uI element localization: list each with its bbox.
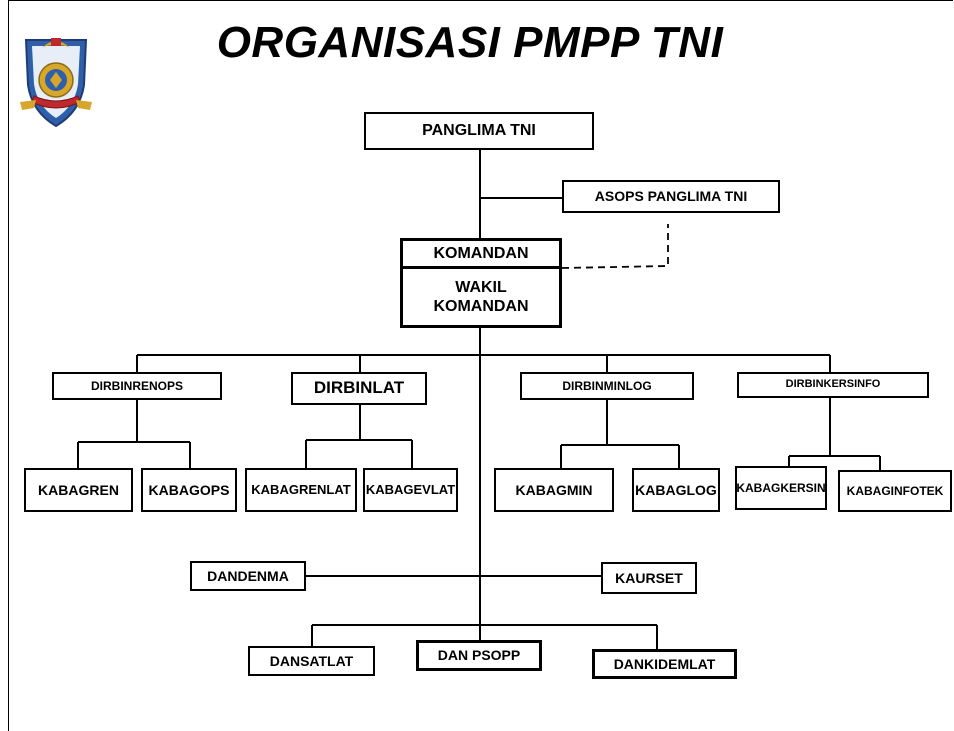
kabagrenlat-label: KABAGRENLAT — [251, 482, 351, 498]
panglima-tni-box: PANGLIMA TNI — [364, 112, 594, 150]
kaurset-label: KAURSET — [615, 569, 683, 586]
dirbinminlog-label: DIRBINMINLOG — [562, 378, 652, 393]
kabagevlat-label: KABAGEVLAT — [365, 482, 456, 498]
kabaglog-box: KABAGLOG — [632, 468, 720, 512]
panglima-tni-label: PANGLIMA TNI — [422, 122, 536, 140]
slide-frame — [8, 0, 953, 731]
kaurset-box: KAURSET — [601, 562, 697, 594]
kabagops-box: KABAGOPS — [141, 468, 237, 512]
kabagmin-label: KABAGMIN — [515, 481, 593, 498]
dirbinkersinfo-label: DIRBINKERSINFO — [785, 378, 881, 391]
kabagmin-box: KABAGMIN — [494, 468, 614, 512]
kabagkersin-label: KABAGKERSIN — [736, 480, 826, 495]
dansatlat-box: DANSATLAT — [248, 646, 375, 676]
dandenma-label: DANDENMA — [207, 567, 289, 584]
kabaginfotek-box: KABAGINFOTEK — [838, 470, 952, 512]
dansatlat-label: DANSATLAT — [269, 652, 354, 669]
dankidemlat-box: DANKIDEMLAT — [592, 649, 737, 679]
pmpp-emblem-icon — [20, 38, 92, 128]
dankidemlat-label: DANKIDEMLAT — [613, 655, 716, 672]
dan-psopp-box: DAN PSOPP — [416, 640, 542, 671]
dan-psopp-label: DAN PSOPP — [437, 647, 521, 664]
kabagren-box: KABAGREN — [24, 468, 133, 512]
dirbinminlog-box: DIRBINMINLOG — [520, 372, 694, 400]
kabaglog-label: KABAGLOG — [635, 481, 717, 498]
komandan-box: KOMANDAN — [400, 238, 562, 269]
kabagops-label: KABAGOPS — [148, 481, 230, 498]
komandan-label: KOMANDAN — [433, 244, 529, 262]
kabagevlat-box: KABAGEVLAT — [363, 468, 458, 512]
asops-box: ASOPS PANGLIMA TNI — [562, 180, 780, 213]
wakil-komandan-label: WAKIL KOMANDAN — [433, 278, 529, 315]
dirbinkersinfo-box: DIRBINKERSINFO — [737, 372, 929, 398]
wakil-komandan-box: WAKIL KOMANDAN — [400, 266, 562, 328]
dirbinrenops-box: DIRBINRENOPS — [52, 372, 222, 400]
asops-label: ASOPS PANGLIMA TNI — [594, 188, 748, 205]
kabaginfotek-label: KABAGINFOTEK — [846, 483, 944, 498]
dirbinlat-label: DIRBINLAT — [313, 378, 405, 398]
dandenma-box: DANDENMA — [190, 561, 306, 591]
page-title: ORGANISASI PMPP TNI — [216, 18, 724, 67]
kabagrenlat-box: KABAGRENLAT — [245, 468, 357, 512]
kabagkersin-box: KABAGKERSIN — [735, 466, 827, 510]
dirbinlat-box: DIRBINLAT — [291, 372, 427, 405]
dirbinrenops-label: DIRBINRENOPS — [90, 378, 183, 393]
kabagren-label: KABAGREN — [38, 481, 119, 498]
